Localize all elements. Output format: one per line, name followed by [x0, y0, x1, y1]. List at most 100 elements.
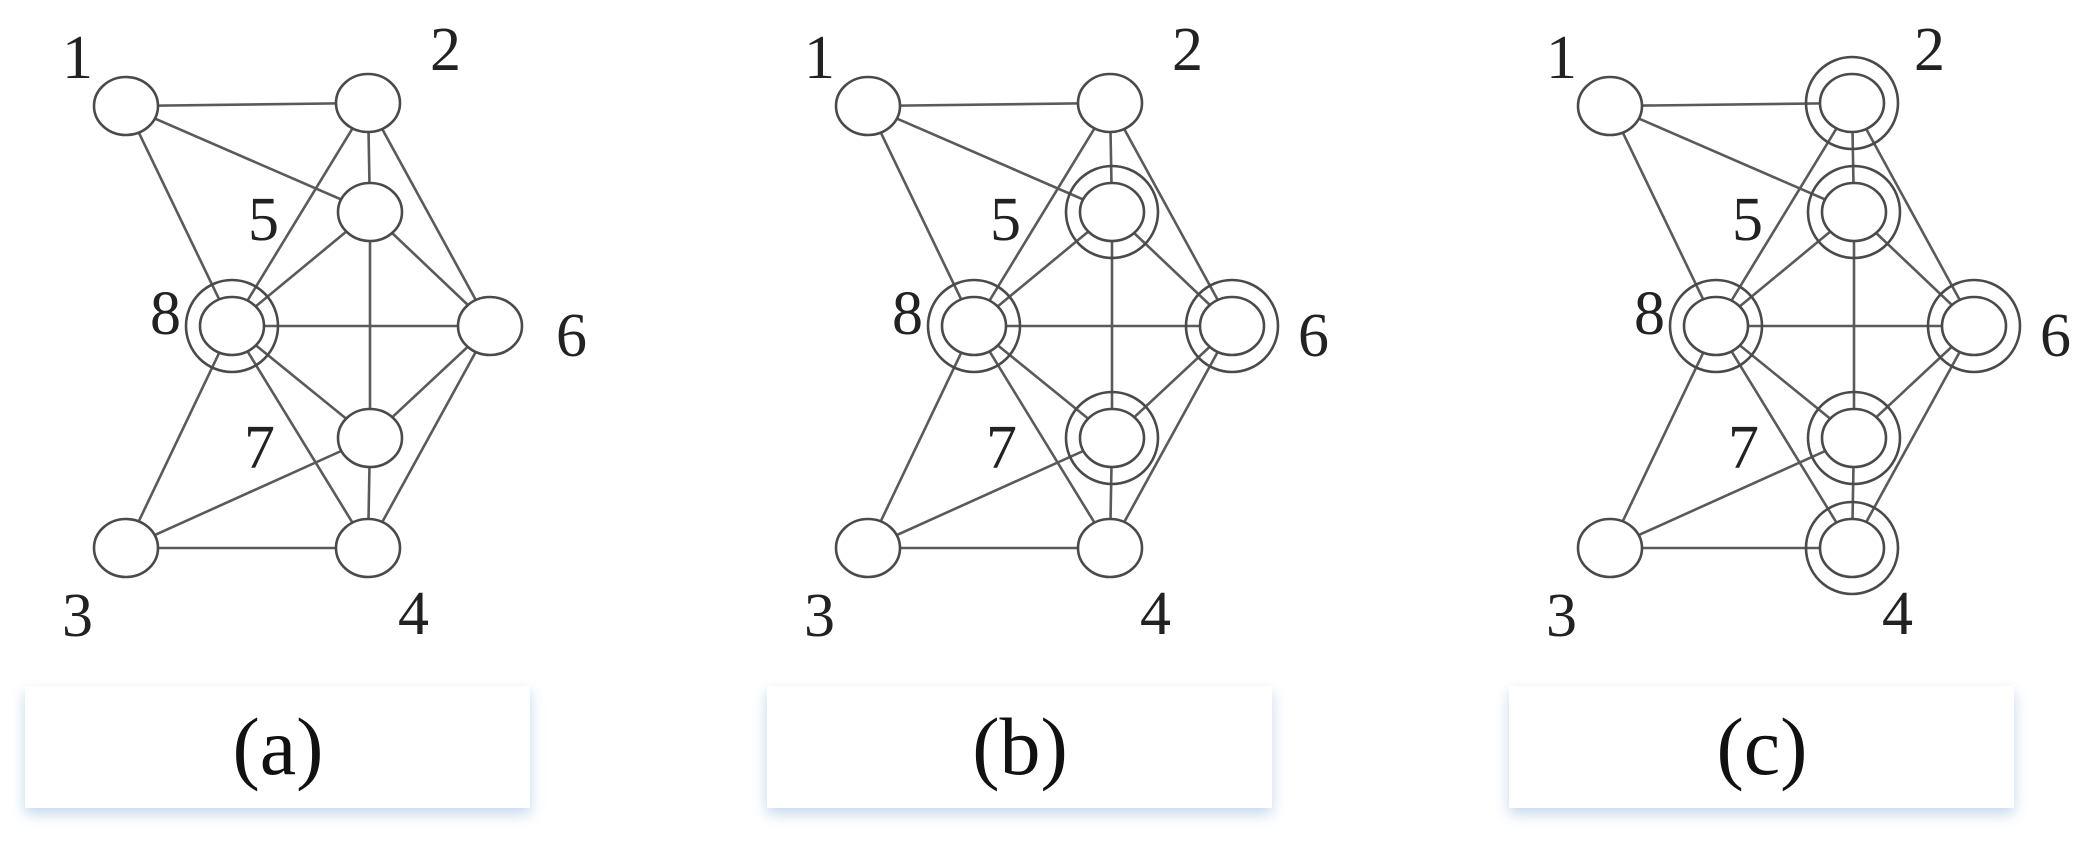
edge-8-4 — [230, 325, 370, 549]
caption-box — [25, 686, 530, 808]
node-label-2: 2 — [430, 16, 461, 84]
edge-1-8 — [124, 105, 234, 327]
node-1 — [92, 75, 160, 137]
highlight-ring-7 — [1806, 390, 1902, 486]
node-7 — [1078, 407, 1146, 469]
highlight-rings — [184, 278, 280, 374]
node-labels: 1 2 3 4 5 6 7 8 — [62, 16, 587, 650]
node-4 — [334, 517, 402, 579]
edge-1-2 — [1609, 101, 1853, 108]
edge-7-3 — [125, 436, 371, 550]
node-label-5: 5 — [990, 186, 1021, 254]
node-6 — [1940, 295, 2008, 357]
edge-7-3 — [867, 436, 1113, 550]
highlight-rings — [1668, 55, 2022, 596]
node-3 — [92, 517, 160, 579]
node-labels: 1 2 3 4 5 6 7 8 — [1546, 16, 2071, 650]
node-label-8: 8 — [1634, 280, 1665, 348]
highlight-ring-5 — [1806, 164, 1902, 260]
node-7 — [1820, 407, 1888, 469]
panel-c: 1 2 3 4 5 6 7 8 (c) — [1509, 16, 2071, 808]
edge-1-8 — [1608, 105, 1718, 327]
node-2 — [1076, 72, 1144, 134]
edge-8-3 — [124, 325, 234, 549]
edge-2-8 — [972, 102, 1112, 327]
node-label-8: 8 — [150, 280, 181, 348]
node-6 — [1198, 295, 1266, 357]
edge-6-4 — [1850, 325, 1976, 549]
edge-1-5 — [125, 104, 371, 214]
edge-1-5 — [867, 104, 1113, 214]
panel-caption: (c) — [1716, 701, 1807, 792]
node-label-5: 5 — [1732, 186, 1763, 254]
panel-caption: (a) — [232, 701, 323, 792]
highlight-ring-8 — [1668, 278, 1764, 374]
node-label-7: 7 — [1728, 414, 1759, 482]
node-label-1: 1 — [804, 24, 835, 92]
panel-b: 1 2 3 4 5 6 7 8 (b) — [767, 16, 1329, 808]
edge-2-6 — [1108, 102, 1234, 327]
node-7 — [336, 407, 404, 469]
highlight-ring-8 — [184, 278, 280, 374]
node-label-4: 4 — [398, 580, 429, 648]
edge-2-8 — [230, 102, 370, 327]
node-label-6: 6 — [1298, 302, 1329, 370]
node-2 — [334, 72, 402, 134]
edge-8-4 — [972, 325, 1112, 549]
node-8 — [940, 295, 1008, 357]
edge-8-3 — [866, 325, 976, 549]
node-5 — [1820, 181, 1888, 243]
highlight-ring-6 — [1926, 278, 2022, 374]
nodes — [834, 72, 1266, 579]
node-4 — [1818, 517, 1886, 579]
node-2 — [1818, 72, 1886, 134]
caption-box — [767, 686, 1272, 808]
node-8 — [1682, 295, 1750, 357]
edge-1-8 — [866, 105, 976, 327]
caption-box — [1509, 686, 2014, 808]
node-label-3: 3 — [62, 582, 93, 650]
edge-2-6 — [1850, 102, 1976, 327]
node-label-1: 1 — [62, 24, 93, 92]
highlight-ring-7 — [1064, 390, 1160, 486]
edge-7-3 — [1609, 436, 1855, 550]
node-8 — [198, 295, 266, 357]
node-label-1: 1 — [1546, 24, 1577, 92]
node-label-7: 7 — [986, 414, 1017, 482]
highlight-ring-2 — [1804, 55, 1900, 151]
node-label-6: 6 — [2040, 302, 2071, 370]
edge-6-4 — [366, 325, 492, 549]
nodes — [1576, 72, 2008, 579]
highlight-rings — [926, 164, 1280, 486]
edge-2-8 — [1714, 102, 1854, 327]
node-5 — [1078, 181, 1146, 243]
node-label-3: 3 — [1546, 582, 1577, 650]
node-label-7: 7 — [244, 414, 275, 482]
node-label-2: 2 — [1172, 16, 1203, 84]
edge-6-4 — [1108, 325, 1234, 549]
panel-caption: (b) — [972, 701, 1068, 792]
node-6 — [456, 295, 524, 357]
node-3 — [1576, 517, 1644, 579]
panel-a: 1 2 3 4 5 6 7 8 (a) — [25, 16, 587, 808]
edge-1-2 — [867, 101, 1111, 108]
highlight-ring-4 — [1804, 500, 1900, 596]
node-label-8: 8 — [892, 280, 923, 348]
node-label-6: 6 — [556, 302, 587, 370]
edge-8-4 — [1714, 325, 1854, 549]
node-label-2: 2 — [1914, 16, 1945, 84]
node-1 — [834, 75, 902, 137]
node-label-5: 5 — [248, 186, 279, 254]
edge-1-5 — [1609, 104, 1855, 214]
highlight-ring-5 — [1064, 164, 1160, 260]
node-4 — [1076, 517, 1144, 579]
node-3 — [834, 517, 902, 579]
highlight-ring-6 — [1184, 278, 1280, 374]
nodes — [92, 72, 524, 579]
highlight-ring-8 — [926, 278, 1022, 374]
node-label-3: 3 — [804, 582, 835, 650]
edge-2-6 — [366, 102, 492, 327]
node-labels: 1 2 3 4 5 6 7 8 — [804, 16, 1329, 650]
node-label-4: 4 — [1140, 580, 1171, 648]
